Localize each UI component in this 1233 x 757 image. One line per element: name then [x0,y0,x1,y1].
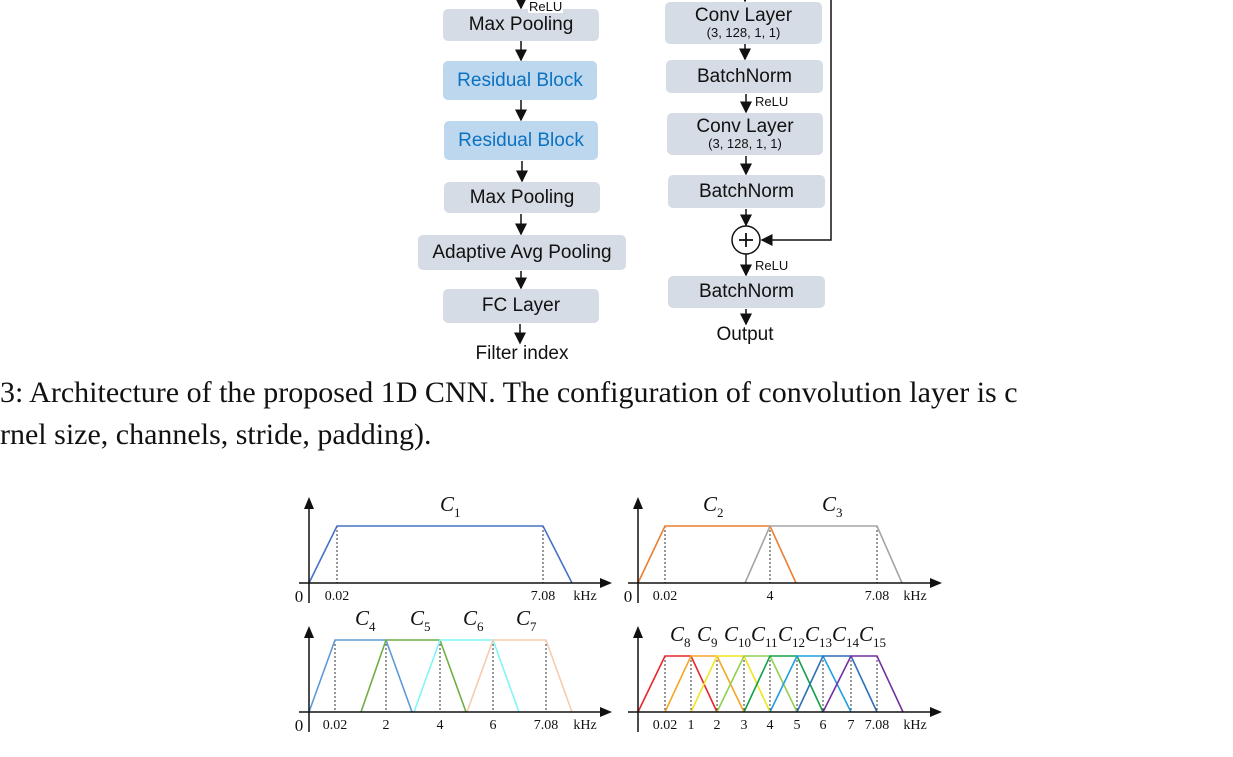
tick-label: 1 [688,718,695,733]
tick-label: 0.02 [325,589,350,604]
conv-config: (3, 128, 1, 1) [708,136,782,151]
tick-label: 6 [820,718,827,733]
filter-label: C14 [832,622,860,650]
block-label: Residual Block [457,69,583,91]
filter-response-C3 [744,525,903,584]
tick-label: 7.08 [531,589,556,604]
unit-label: kHz [573,718,596,733]
filter-label: C5 [410,606,431,634]
tick-label: 4 [437,718,444,733]
tick-label: 7 [848,718,855,733]
x-axis-arrow-icon [600,707,612,717]
filter-response-C14 [796,655,878,713]
filter-response-C15 [822,655,904,713]
tick-label: 2 [714,718,721,733]
max-pooling-block: Max Pooling [444,182,600,213]
filter-label: C2 [703,492,724,520]
filter-panel: C4 C5 C6 C7 0 0.02 2 4 6 7.08 kHz [295,606,612,735]
tick-label: 7.08 [534,718,559,733]
max-pooling-block: Max Pooling [443,9,599,41]
filter-label: C9 [697,622,718,650]
block-label: BatchNorm [698,180,795,202]
block-label: Residual Block [458,129,584,151]
filter-label: C8 [670,622,691,650]
filter-response-C6 [413,639,520,713]
figure-caption-line-2: rnel size, channels, stride, padding). [0,418,432,451]
filter-response-C5 [360,639,467,713]
tick-label: 2 [383,718,390,733]
block-label: Conv Layer [694,5,793,26]
tick-label: 6 [490,718,497,733]
filter-index-label: Filter index [475,343,569,364]
filter-label: C6 [463,606,484,634]
block-label: Max Pooling [469,186,575,208]
block-label: BatchNorm [698,281,795,302]
filter-label: C10 [724,622,751,650]
filter-label: C11 [751,622,778,650]
tick-label: 0.02 [653,589,678,604]
unit-label: kHz [573,589,596,604]
origin-label: 0 [624,587,633,606]
conv-layer-block: Conv Layer (3, 128, 1, 1) [667,113,823,155]
filter-response-C4 [308,639,413,713]
block-label: Adaptive Avg Pooling [432,241,612,263]
batchnorm-block: BatchNorm [668,276,825,308]
tick-label: 5 [794,718,801,733]
origin-label: 0 [295,587,304,606]
y-axis-arrow-icon [304,497,314,509]
tick-label: 7.08 [865,589,890,604]
relu-label: ReLU [755,258,789,273]
residual-block: Residual Block [443,61,597,100]
unit-label: kHz [903,718,926,733]
origin-label: 0 [295,716,304,735]
filter-label: C15 [859,622,886,650]
batchnorm-block: BatchNorm [668,175,825,208]
relu-label: ReLU [755,94,789,109]
residual-block: Residual Block [444,121,598,160]
x-axis-arrow-icon [930,707,942,717]
tick-label: 0.02 [323,718,348,733]
block-label: Max Pooling [468,14,574,35]
block-label: FC Layer [481,295,561,316]
sum-node-icon [731,225,761,255]
filter-response-C1 [308,525,573,584]
filter-label: C1 [440,492,461,520]
block-label: BatchNorm [696,65,793,87]
batchnorm-block: BatchNorm [666,60,823,93]
tick-label: 4 [767,718,774,733]
unit-label: kHz [903,589,926,604]
conv-config: (3, 128, 1, 1) [706,25,781,40]
x-axis-arrow-icon [600,578,612,588]
output-label: Output [716,324,774,345]
tick-label: 4 [767,589,774,604]
filter-label: C7 [516,606,537,634]
y-axis-arrow-icon [304,626,314,638]
tick-label: 7.08 [865,718,890,733]
filter-label: C13 [805,622,832,650]
fc-layer-block: FC Layer [443,289,599,323]
x-axis-arrow-icon [930,578,942,588]
conv-layer-block: Conv Layer (3, 128, 1, 1) [665,2,822,44]
filter-label: C4 [355,606,376,634]
y-axis-arrow-icon [633,626,643,638]
figure-caption-line-1: 3: Architecture of the proposed 1D CNN. … [0,376,1018,409]
adaptive-avg-pooling-block: Adaptive Avg Pooling [418,235,626,270]
filter-panel: C2 C3 0 0.02 4 7.08 kHz [624,492,942,606]
block-label: Conv Layer [696,116,794,137]
filter-response-C7 [466,639,573,713]
filter-response-C2 [637,525,797,584]
tick-label: 0.02 [653,718,678,733]
filter-label: C12 [778,622,805,650]
filter-label: C3 [822,492,843,520]
tick-label: 3 [741,718,748,733]
filter-panel: C1 0 0.02 7.08 kHz [295,492,612,606]
y-axis-arrow-icon [633,497,643,509]
relu-label: ReLU [528,0,564,14]
